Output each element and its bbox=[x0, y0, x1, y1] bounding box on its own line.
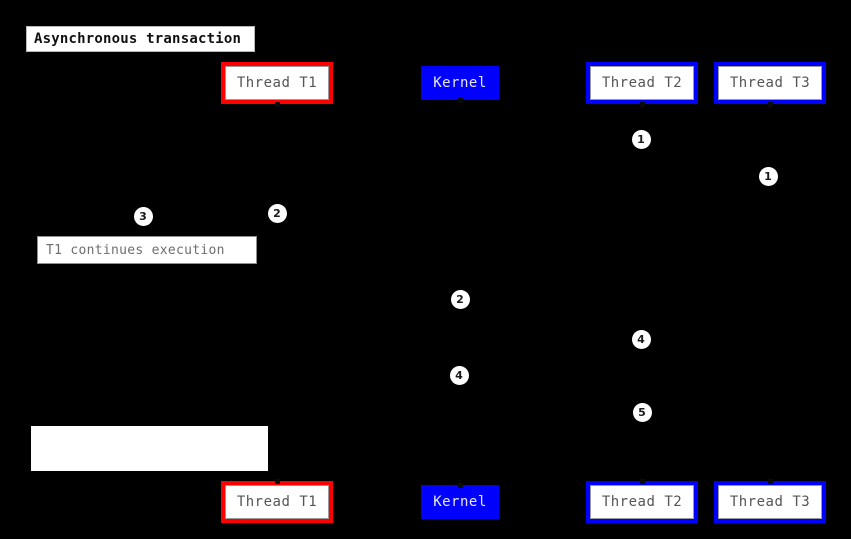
lifeline-head-kernel[interactable]: Kernel bbox=[421, 66, 499, 100]
diagram-title: Asynchronous transaction bbox=[26, 26, 255, 52]
step-badge-5: 5 bbox=[632, 402, 652, 422]
lifeline-head-thread-t1[interactable]: Thread T1 bbox=[221, 62, 333, 104]
lifeline-label: Thread T2 bbox=[590, 485, 694, 519]
lifeline-foot-thread-t1[interactable]: Thread T1 bbox=[221, 481, 333, 523]
lifeline-label: Thread T2 bbox=[590, 66, 694, 100]
step-badge-2: 2 bbox=[267, 203, 287, 223]
step-badge-2: 2 bbox=[450, 289, 470, 309]
lifeline-foot-kernel[interactable]: Kernel bbox=[421, 485, 499, 519]
lifeline-connector-stub bbox=[458, 483, 463, 488]
lifeline-connector-stub bbox=[640, 102, 645, 107]
step-badge-3: 3 bbox=[133, 206, 153, 226]
lifeline-foot-thread-t2[interactable]: Thread T2 bbox=[586, 481, 698, 523]
lifeline-label: Thread T3 bbox=[718, 66, 822, 100]
lifeline-label: Thread T3 bbox=[718, 485, 822, 519]
step-badge-4: 4 bbox=[631, 329, 651, 349]
note-box: T1 continues execution bbox=[37, 236, 257, 264]
lifeline-label: Kernel bbox=[433, 75, 487, 91]
lifeline-connector-stub bbox=[768, 102, 773, 107]
lifeline-connector-stub bbox=[458, 98, 463, 103]
lifeline-foot-thread-t3[interactable]: Thread T3 bbox=[714, 481, 826, 523]
lifeline-connector-stub bbox=[768, 479, 773, 484]
note-box-blank bbox=[31, 426, 268, 471]
lifeline-connector-stub bbox=[275, 479, 280, 484]
step-badge-1: 1 bbox=[758, 166, 778, 186]
lifeline-label: Kernel bbox=[433, 494, 487, 510]
lifeline-connector-stub bbox=[275, 102, 280, 107]
lifeline-label: Thread T1 bbox=[225, 485, 329, 519]
step-badge-4: 4 bbox=[449, 365, 469, 385]
step-badge-1: 1 bbox=[631, 129, 651, 149]
lifeline-head-thread-t3[interactable]: Thread T3 bbox=[714, 62, 826, 104]
lifeline-head-thread-t2[interactable]: Thread T2 bbox=[586, 62, 698, 104]
lifeline-connector-stub bbox=[640, 479, 645, 484]
lifeline-label: Thread T1 bbox=[225, 66, 329, 100]
